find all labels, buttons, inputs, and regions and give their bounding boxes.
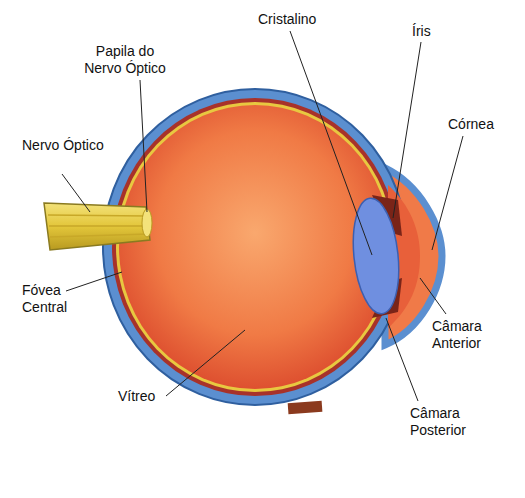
part-label: Câmara Posterior bbox=[410, 405, 484, 439]
part-label: Papila do Nervo Óptico bbox=[80, 43, 170, 77]
leader-line bbox=[66, 272, 122, 291]
part-label: Cristalino bbox=[258, 11, 316, 28]
optic-nerve bbox=[44, 203, 150, 250]
leader-line bbox=[420, 278, 446, 314]
vitreous bbox=[119, 105, 391, 389]
leader-line bbox=[386, 318, 418, 401]
muscle-patch bbox=[288, 401, 323, 414]
lens bbox=[348, 196, 404, 316]
part-label: Córnea bbox=[448, 116, 494, 133]
part-label: Fóvea Central bbox=[22, 282, 92, 316]
part-label: Vítreo bbox=[118, 388, 155, 405]
part-label: Nervo Óptico bbox=[22, 137, 112, 154]
leader-line bbox=[432, 136, 463, 250]
part-label: Câmara Anterior bbox=[432, 318, 502, 352]
leader-line bbox=[393, 42, 421, 218]
retina bbox=[116, 102, 394, 392]
part-label: Íris bbox=[412, 23, 431, 40]
leader-line bbox=[140, 80, 147, 212]
nerve-fibres bbox=[48, 215, 149, 237]
sclera bbox=[103, 89, 407, 405]
leader-line bbox=[166, 330, 245, 396]
leader-line bbox=[62, 174, 90, 212]
leader-line bbox=[290, 31, 372, 255]
optic-disc bbox=[142, 209, 152, 237]
